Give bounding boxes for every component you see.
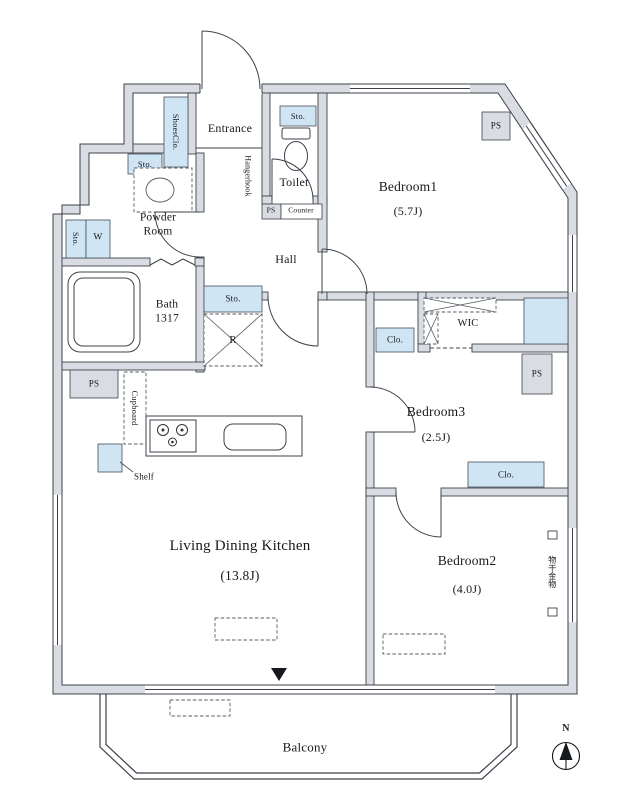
direction-triangle-icon (271, 668, 287, 681)
bath-folding-door-icon (149, 258, 196, 266)
ldk-ceiling-dashed-box (214, 617, 278, 641)
toilet-door-icon (271, 158, 314, 201)
feature-label-hangerhook: Hangerhook (243, 155, 253, 197)
window-bedroom1-right (567, 235, 578, 292)
room-label-ldk: Living Dining Kitchen (169, 538, 311, 555)
balcony-railing (99, 694, 518, 780)
doors (149, 30, 472, 538)
room-label-bedroom3: Bedroom3 (406, 404, 466, 420)
feature-label-shoes-closet: ShoesClo. (171, 113, 182, 151)
feature-label-counter: Counter (288, 205, 314, 215)
room-label-wic: WIC (457, 317, 479, 329)
feature-label-ps-right: PS (531, 368, 543, 379)
laundry-bracket-icon (547, 530, 558, 540)
shelf-leader-line (119, 461, 134, 473)
washer-box (85, 219, 111, 259)
vanity-basin-icon (145, 177, 175, 203)
bedroom2-ceiling-dashed-box (382, 633, 446, 655)
feature-label-closet-bedroom3: Clo. (386, 334, 404, 345)
vanity-box (133, 167, 193, 213)
size-label-ldk: (13.8J) (220, 568, 260, 584)
powder-room-door-icon (154, 211, 201, 258)
feature-label-closet-right: Clo. (497, 469, 515, 480)
entrance-door-icon (201, 30, 261, 90)
storage-boxes (65, 96, 569, 488)
bedroom3-door-icon (369, 386, 416, 433)
laundry-bracket-icons (547, 530, 558, 617)
storage-box-hall (203, 285, 263, 313)
closet-box-bedroom3 (375, 327, 415, 353)
room-label-toilet: Toilet (279, 174, 309, 189)
shelf-box (97, 443, 123, 473)
ps-box-left (69, 369, 119, 399)
room-label-balcony: Balcony (282, 739, 328, 755)
laundry-bracket-icon (547, 607, 558, 617)
burner-icons (157, 424, 188, 447)
ldk-door-icon (267, 295, 319, 347)
cupboard-box (123, 371, 147, 445)
bedroom1-door-icon (321, 248, 368, 295)
window-bedroom2-right (567, 528, 578, 622)
feature-label-laundry-hardware: 物干金物 (547, 555, 557, 589)
feature-label-ps-toilet: PS (266, 205, 276, 215)
windows (52, 83, 578, 695)
entrance-jambs (199, 84, 263, 93)
bedroom2-door-icon (395, 491, 442, 538)
feature-label-ps-top-right: PS (490, 120, 502, 131)
room-label-bedroom1: Bedroom1 (378, 179, 438, 195)
feature-label-refrigerator: R (229, 334, 237, 346)
counter-box (280, 203, 323, 220)
feature-label-ps-left: PS (88, 378, 100, 389)
ps-box-right (521, 353, 553, 395)
feature-label-storage-entry: Sto. (137, 158, 153, 169)
balcony-hatch-dashed-box (169, 699, 231, 717)
storage-box-toilet (279, 105, 317, 127)
feature-label-washing-machine: W (93, 232, 103, 243)
wic-box (523, 297, 569, 345)
feature-label-storage-left: Sto. (71, 231, 82, 247)
feature-label-cupboard: Cupboard (130, 390, 141, 426)
feature-label-shelf: Shelf (134, 471, 154, 482)
entrance-opening (200, 83, 262, 94)
size-label-bedroom1: (5.7J) (393, 203, 423, 218)
room-label-hall: Hall (275, 251, 297, 266)
feature-label-storage-hall: Sto. (225, 293, 241, 304)
room-label-bedroom2: Bedroom2 (437, 553, 497, 569)
toilet-fixture-icon (281, 127, 311, 171)
window-ldk-bottom (145, 684, 415, 695)
kitchen-counter (145, 415, 303, 457)
closet-box-right (467, 461, 545, 488)
compass-icon (551, 741, 581, 771)
hatch-lines (203, 297, 497, 367)
shoes-closet-box (163, 96, 189, 168)
sink-icon (223, 423, 287, 451)
room-label-powder-room: Powder Room (139, 211, 177, 237)
window-chamfer (522, 121, 572, 190)
compass-north-label: N (562, 723, 570, 735)
room-label-bath: Bath 1317 (155, 298, 179, 324)
stove-icon (149, 419, 197, 453)
window-bedroom2-bottom (390, 684, 495, 695)
pipe-space-boxes (69, 111, 553, 399)
bathtub-icon (67, 271, 141, 353)
window-ldk-left (52, 495, 63, 645)
room-label-entrance: Entrance (207, 120, 253, 135)
window-top (350, 83, 470, 94)
size-label-bedroom2: (4.0J) (452, 581, 482, 596)
feature-label-storage-toilet: Sto. (290, 110, 306, 121)
ps-box-top-right (481, 111, 511, 141)
size-label-bedroom3: (2.5J) (421, 429, 451, 444)
